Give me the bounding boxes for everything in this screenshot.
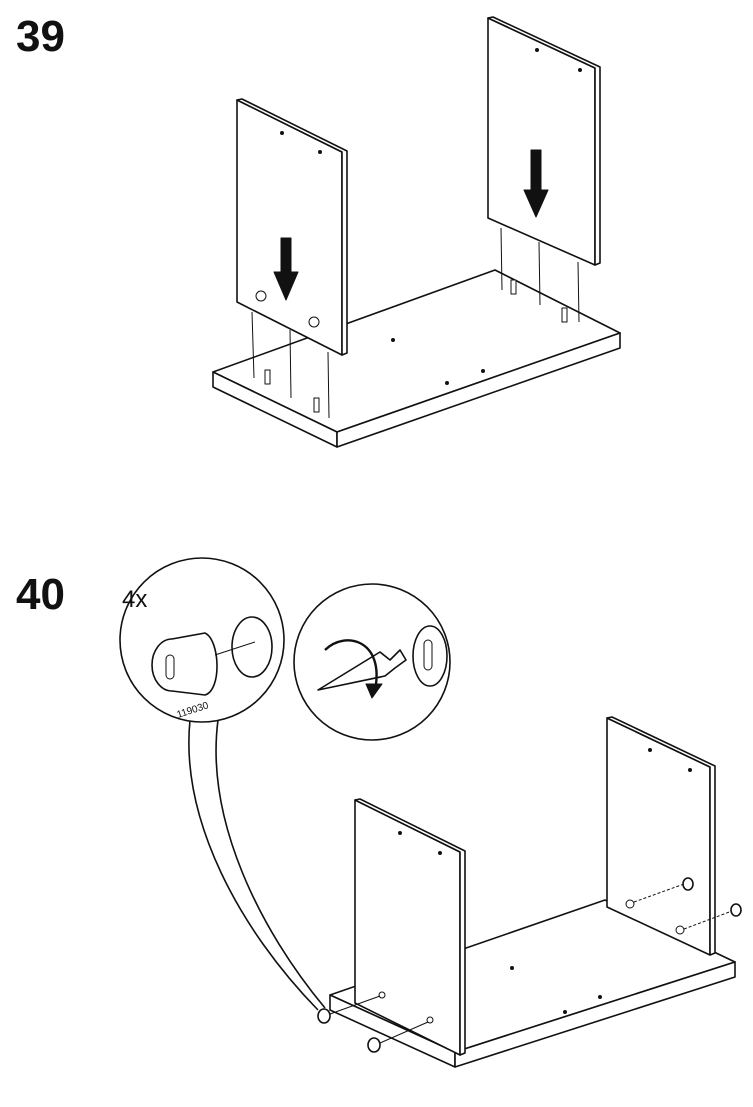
detail-callout-screwdriver	[293, 583, 451, 741]
right-side-panel	[487, 16, 601, 266]
left-side-panel	[236, 98, 348, 356]
step-number: 40	[16, 570, 65, 619]
detail-callout-cam-lock: 119030	[119, 557, 326, 1011]
bottom-panel	[212, 269, 621, 448]
dowel-guides	[251, 227, 580, 419]
rotate-arrow-icon	[324, 639, 383, 699]
down-arrow-icon	[273, 237, 299, 301]
step-number: 39	[16, 12, 65, 61]
left-side-panel	[354, 798, 466, 1056]
step-39-illustration	[212, 16, 621, 448]
cam-lock-icon	[151, 616, 273, 696]
down-arrow-icon	[523, 149, 549, 218]
step-40-illustration: 119030	[119, 557, 742, 1068]
right-side-panel	[606, 716, 733, 956]
cam-lock-fittings	[317, 877, 742, 1053]
quantity-label: 4x	[122, 586, 148, 613]
